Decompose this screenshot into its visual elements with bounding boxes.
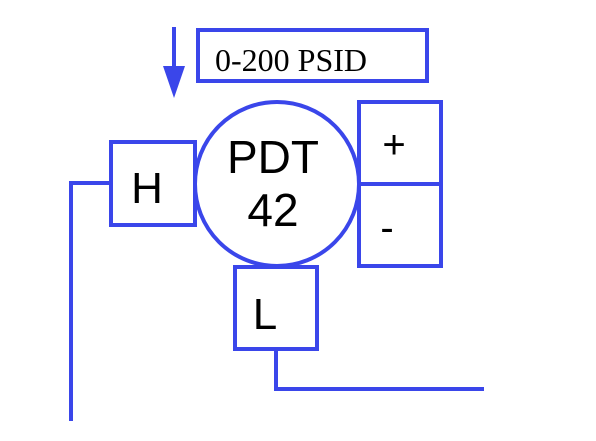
flow-arrow-head [163, 66, 185, 98]
minus-label: - [380, 206, 393, 250]
minus-terminal-box [357, 182, 443, 268]
range-box [196, 28, 429, 83]
low-port-line [274, 349, 484, 391]
low-port-label: L [253, 290, 277, 339]
high-port-label: H [131, 164, 163, 213]
plus-label: + [382, 123, 405, 167]
high-port-line [69, 181, 111, 421]
range-label: 0-200 PSID [215, 42, 367, 78]
tag-number: 42 [247, 184, 298, 236]
tag-letters: PDT [227, 131, 319, 183]
